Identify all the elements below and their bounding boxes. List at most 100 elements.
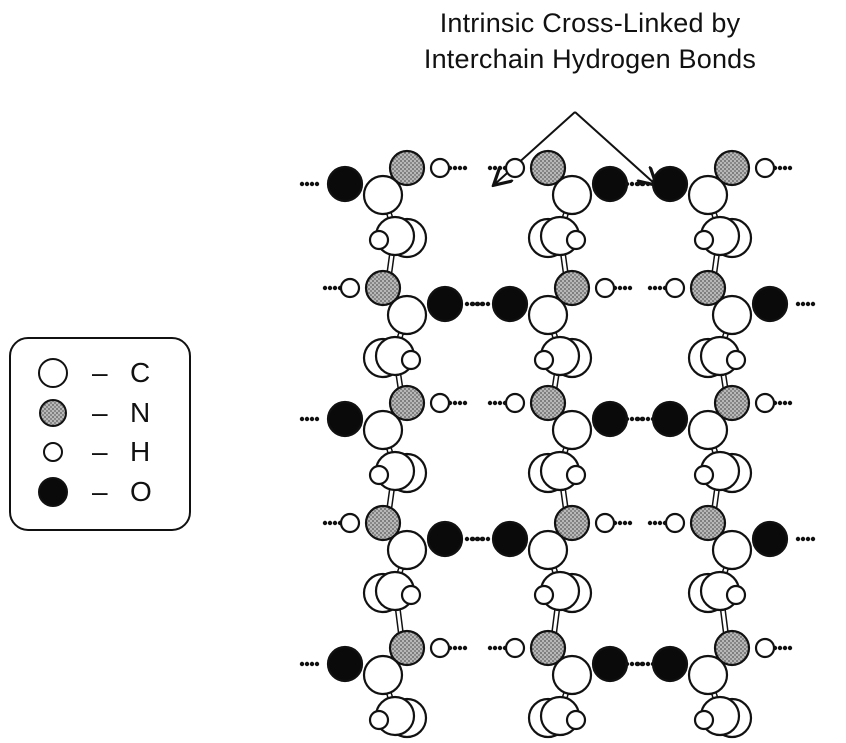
hydrogen-atom bbox=[429, 637, 451, 659]
diagram-title-line-1: Intrinsic Cross-Linked by bbox=[439, 8, 741, 38]
hydrogen-bond-dot bbox=[474, 536, 480, 542]
hydrogen-atom bbox=[754, 637, 776, 659]
carbon-atom bbox=[687, 409, 729, 451]
hydrogen-atom bbox=[693, 464, 715, 486]
hydrogen-bond-dot bbox=[322, 285, 328, 291]
oxygen-atom bbox=[751, 520, 789, 558]
nitrogen-atom bbox=[713, 629, 751, 667]
nitrogen-atom bbox=[689, 504, 727, 542]
hydrogen-atom bbox=[504, 157, 526, 179]
hydrogen-bond-dot bbox=[800, 536, 806, 542]
hydrogen-bond-dot bbox=[462, 645, 468, 651]
legend-dash-h: – bbox=[92, 436, 108, 467]
hydrogen-bond-dot bbox=[485, 536, 491, 542]
oxygen-atom bbox=[426, 520, 464, 558]
nitrogen-atom bbox=[553, 269, 591, 307]
hydrogen-bond-dot bbox=[627, 285, 633, 291]
oxygen-atom bbox=[326, 645, 364, 683]
hydrogen-bond-dot bbox=[479, 536, 485, 542]
nitrogen-atom bbox=[529, 149, 567, 187]
hydrogen-atom bbox=[664, 512, 686, 534]
legend-box bbox=[9, 337, 191, 531]
hydrogen-atom bbox=[693, 229, 715, 251]
hydrogen-bond-dot bbox=[452, 645, 458, 651]
carbon-atom bbox=[551, 654, 593, 696]
hydrogen-bond-dot bbox=[457, 165, 463, 171]
nitrogen-atom bbox=[529, 629, 567, 667]
hydrogen-bond-dot bbox=[777, 400, 783, 406]
hydrogen-bond-dot bbox=[627, 520, 633, 526]
hydrogen-atom-icon bbox=[43, 442, 63, 462]
legend-dash-o: – bbox=[92, 476, 108, 507]
hydrogen-atom bbox=[533, 584, 555, 606]
carbon-atom bbox=[551, 174, 593, 216]
oxygen-atom bbox=[326, 165, 364, 203]
hydrogen-bond-dot bbox=[787, 645, 793, 651]
carbon-atom bbox=[527, 529, 569, 571]
hydrogen-bond-dot bbox=[622, 285, 628, 291]
hydrogen-bond-dot bbox=[469, 536, 475, 542]
hydrogen-bond-dot bbox=[497, 400, 503, 406]
hydrogen-atom bbox=[504, 392, 526, 414]
hydrogen-atom bbox=[429, 392, 451, 414]
carbon-atom bbox=[362, 409, 404, 451]
carbon-atom bbox=[687, 174, 729, 216]
carbon-atom bbox=[362, 654, 404, 696]
hydrogen-bond-dot bbox=[782, 645, 788, 651]
hydrogen-bond-dot bbox=[805, 536, 811, 542]
hydrogen-bond-dot bbox=[457, 400, 463, 406]
hydrogen-atom bbox=[504, 637, 526, 659]
hydrogen-bond-dot bbox=[652, 285, 658, 291]
hydrogen-atom bbox=[400, 349, 422, 371]
oxygen-atom bbox=[651, 645, 689, 683]
hydrogen-bond-dot bbox=[485, 301, 491, 307]
hydrogen-atom bbox=[594, 512, 616, 534]
hydrogen-atom bbox=[725, 349, 747, 371]
hydrogen-atom bbox=[533, 349, 555, 371]
carbon-atom bbox=[386, 294, 428, 336]
oxygen-atom bbox=[651, 400, 689, 438]
hydrogen-bond-dot bbox=[497, 645, 503, 651]
hydrogen-bond-dot bbox=[314, 661, 320, 667]
carbon-atom bbox=[711, 294, 753, 336]
hydrogen-atom bbox=[368, 229, 390, 251]
hydrogen-bond-dot bbox=[464, 301, 470, 307]
carbon-atom bbox=[362, 174, 404, 216]
legend-dash-c: – bbox=[92, 357, 108, 388]
hydrogen-bond-dot bbox=[624, 181, 630, 187]
hydrogen-bond-dot bbox=[795, 536, 801, 542]
hydrogen-bond-dot bbox=[657, 285, 663, 291]
hydrogen-atom bbox=[368, 464, 390, 486]
legend-label-o: O bbox=[130, 476, 152, 507]
hydrogen-bond-dot bbox=[800, 301, 806, 307]
nitrogen-atom bbox=[689, 269, 727, 307]
hydrogen-atom bbox=[693, 709, 715, 731]
hydrogen-bond-dot bbox=[810, 536, 816, 542]
hydrogen-bond-dot bbox=[322, 520, 328, 526]
polymer-chains bbox=[299, 149, 816, 739]
hydrogen-atom bbox=[565, 229, 587, 251]
hydrogen-bond-dot bbox=[645, 661, 651, 667]
hydrogen-bond-dot bbox=[462, 165, 468, 171]
oxygen-atom bbox=[651, 165, 689, 203]
hydrogen-bond-dot bbox=[309, 661, 315, 667]
hydrogen-atom bbox=[368, 709, 390, 731]
hydrogen-bond-dot bbox=[304, 416, 310, 422]
carbon-atom bbox=[687, 654, 729, 696]
nitrogen-atom bbox=[364, 504, 402, 542]
hydrogen-bond-dot bbox=[462, 400, 468, 406]
hydrogen-bond-dot bbox=[624, 416, 630, 422]
hydrogen-bond-dot bbox=[805, 301, 811, 307]
hydrogen-bond-dot bbox=[487, 165, 493, 171]
oxygen-atom bbox=[326, 400, 364, 438]
carbon-atom bbox=[386, 529, 428, 571]
hydrogen-bond-dot bbox=[492, 645, 498, 651]
hydrogen-atom bbox=[565, 709, 587, 731]
nitrogen-atom bbox=[388, 384, 426, 422]
oxygen-atom bbox=[491, 520, 529, 558]
oxygen-atom bbox=[751, 285, 789, 323]
hydrogen-bond-dot bbox=[777, 165, 783, 171]
hydrogen-bond-dot bbox=[492, 165, 498, 171]
hydrogen-bond-dot bbox=[332, 520, 338, 526]
